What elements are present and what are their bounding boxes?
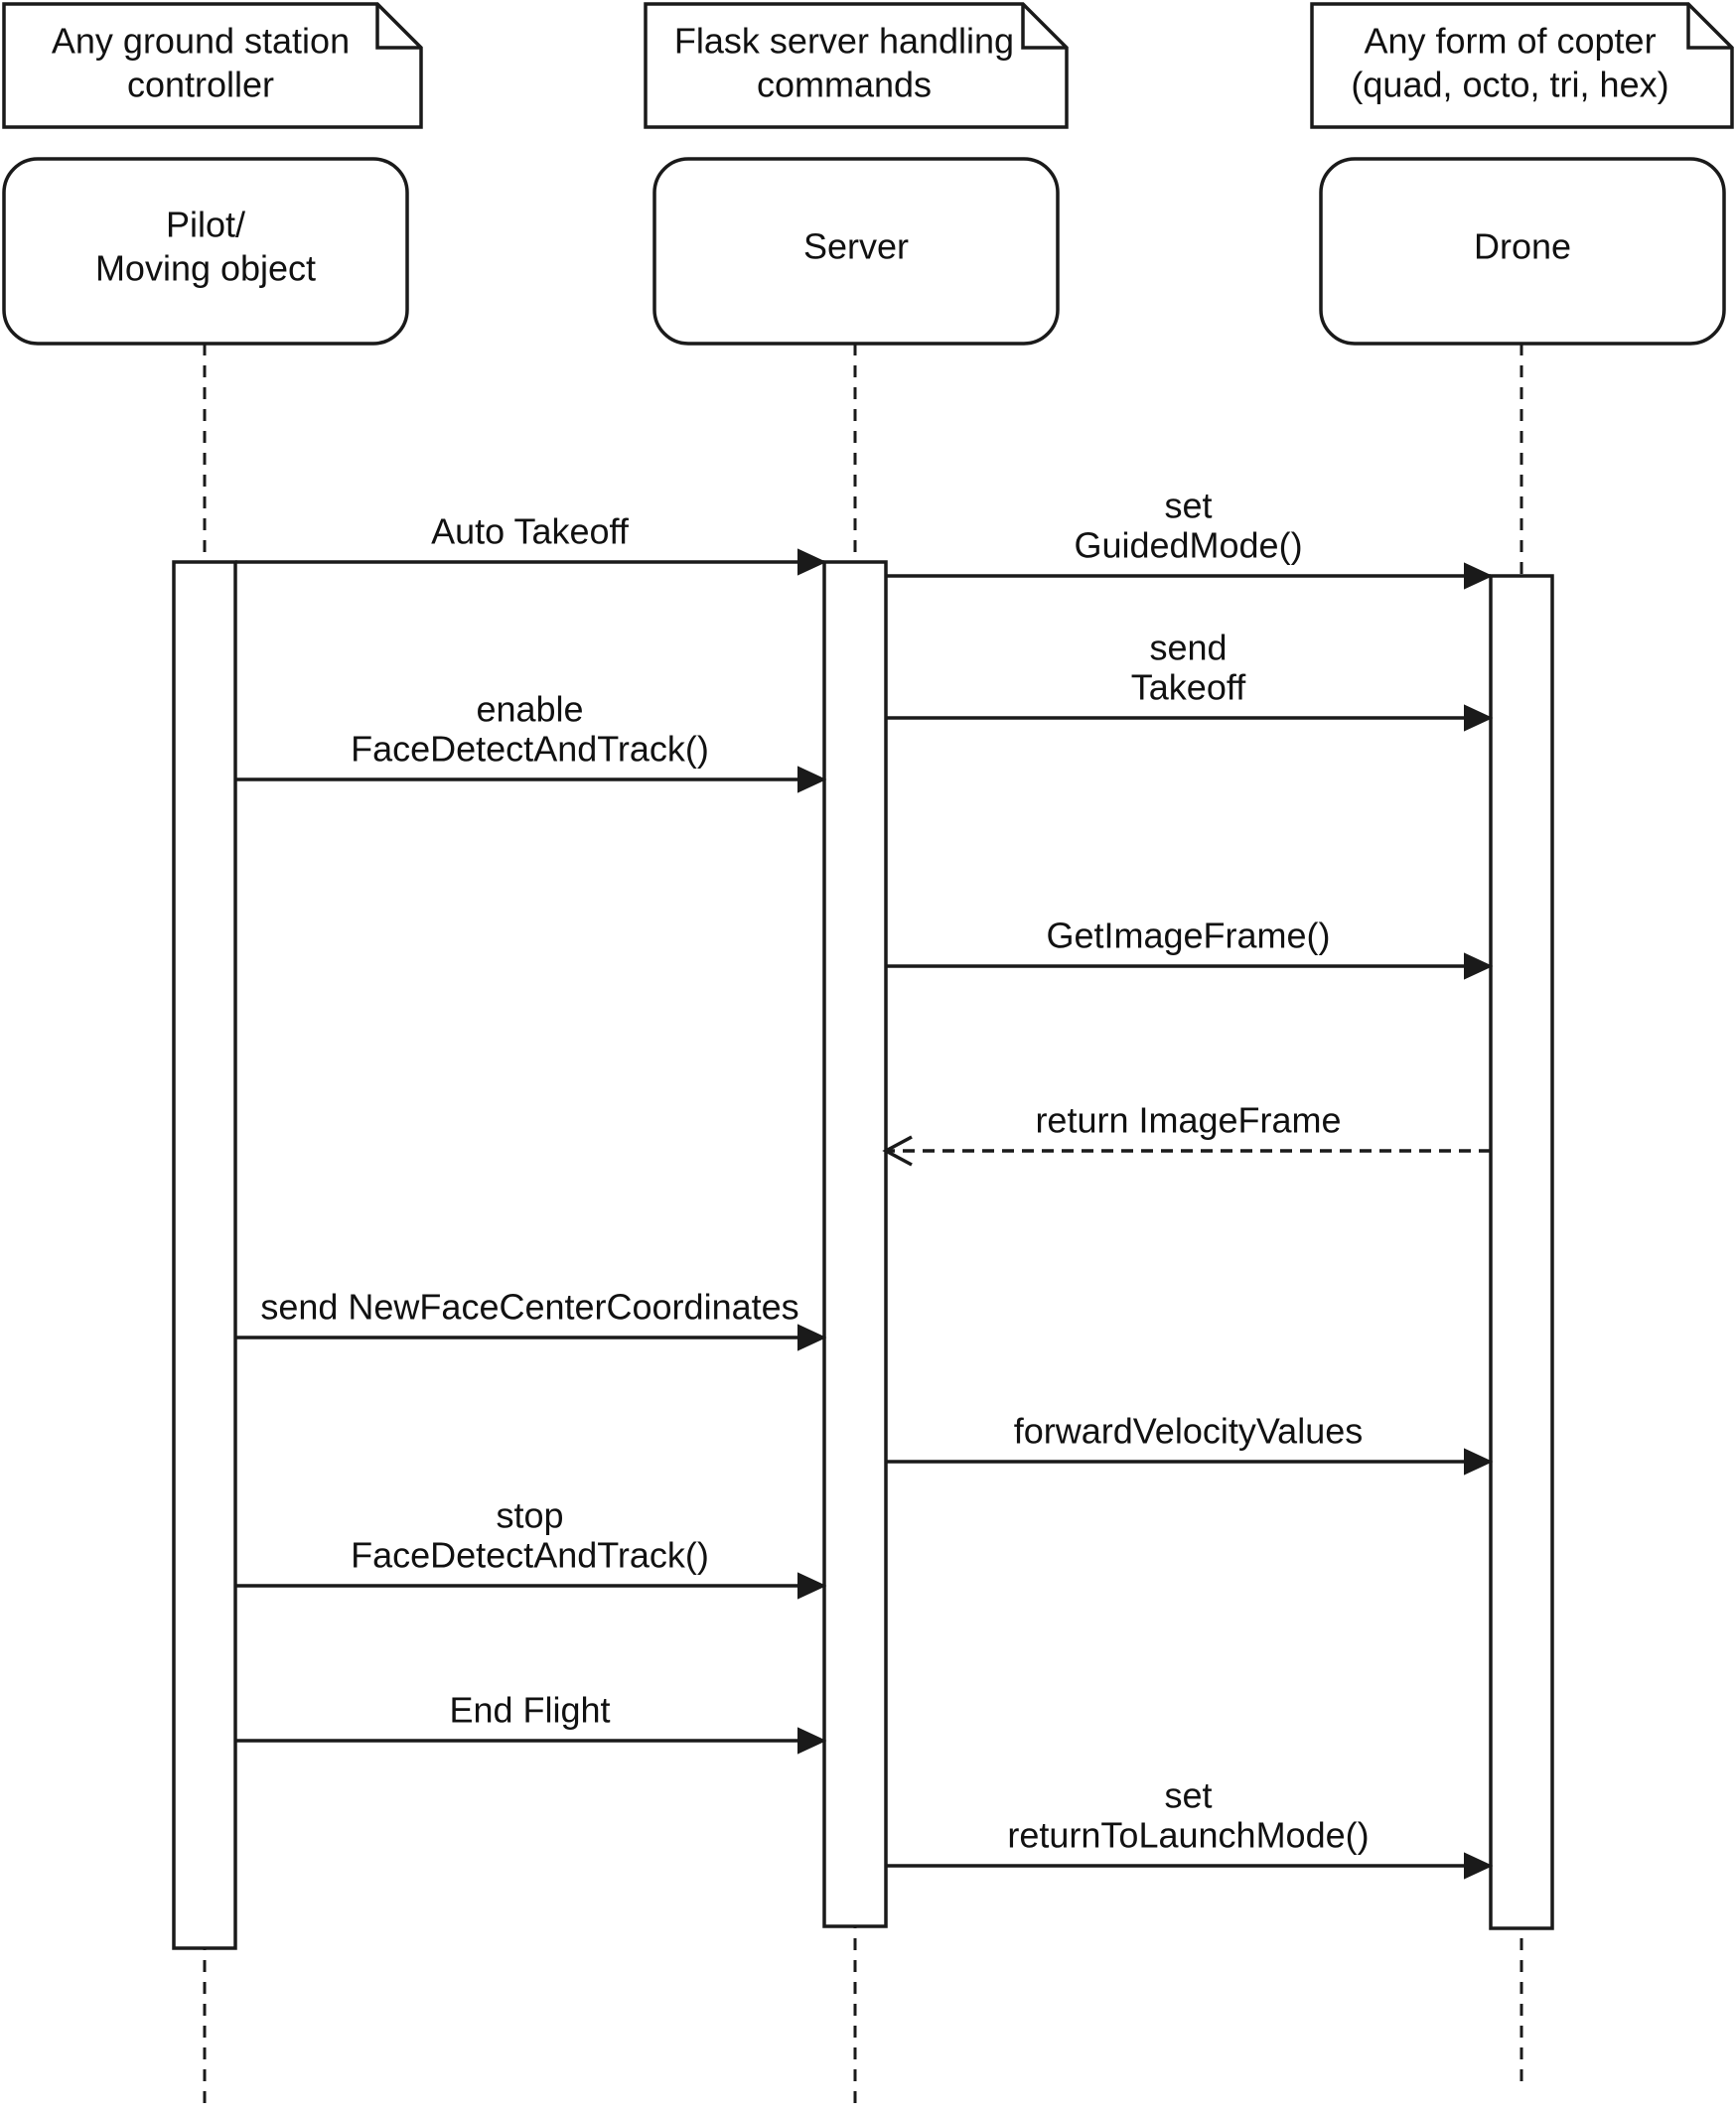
message-label: stop [496,1495,563,1536]
note-text: (quad, octo, tri, hex) [1351,65,1668,105]
open-arrowhead [882,1135,913,1167]
participant-1: Server [652,157,1060,346]
participant-box [652,157,1060,346]
activation-bar-1 [822,560,888,1928]
note-text: Any ground station [52,21,350,62]
message-5: return ImageFrame [882,1100,1491,1167]
activation-bar-0 [172,560,237,1950]
message-4: GetImageFrame() [886,916,1494,980]
filled-arrowhead [797,1324,827,1351]
note-shape [1310,2,1734,129]
message-0: Auto Takeoff [235,511,827,576]
filled-arrowhead [797,1727,827,1755]
message-label: Takeoff [1131,667,1246,708]
participants-layer: Pilot/Moving object Server Drone [2,157,1726,346]
note-shape [2,2,423,129]
message-label: End Flight [449,1690,610,1731]
message-9: End Flight [235,1690,827,1755]
filled-arrowhead [1464,562,1494,590]
activation-bar-2 [1489,574,1554,1930]
participant-label: Server [803,226,909,267]
activations-layer [172,560,1554,1950]
filled-arrowhead [1464,704,1494,732]
filled-arrowhead [1464,1448,1494,1476]
filled-arrowhead [1464,952,1494,980]
message-label: forwardVelocityValues [1014,1411,1364,1452]
message-label: returnToLaunchMode() [1007,1815,1369,1856]
message-6: send NewFaceCenterCoordinates [235,1287,827,1351]
participant-label: Pilot/ [166,205,245,245]
message-label: enable [476,689,583,730]
participant-box [2,157,409,346]
filled-arrowhead [797,1572,827,1600]
message-label: FaceDetectAndTrack() [351,1535,709,1576]
note-fold [1021,4,1067,50]
participant-0: Pilot/Moving object [2,157,409,346]
message-label: send [1149,628,1227,668]
participant-2: Drone [1319,157,1726,346]
note-text: commands [757,65,932,105]
message-label: send NewFaceCenterCoordinates [260,1287,798,1328]
message-7: forwardVelocityValues [886,1411,1494,1476]
participant-label: Moving object [95,248,316,289]
message-label: set [1164,1775,1212,1816]
participant-box [1319,157,1726,346]
message-label: return ImageFrame [1035,1100,1341,1141]
message-label: GetImageFrame() [1046,916,1330,956]
messages-layer: Auto TakeoffsetGuidedMode()sendTakeoffen… [235,486,1494,1880]
note-shape [644,2,1069,129]
note-text: controller [127,65,274,105]
message-label: FaceDetectAndTrack() [351,729,709,770]
filled-arrowhead [797,548,827,576]
message-label: Auto Takeoff [431,511,630,552]
filled-arrowhead [797,766,827,793]
note-fold [1686,4,1732,50]
message-label: set [1164,486,1212,526]
note-text: Any form of copter [1364,21,1656,62]
filled-arrowhead [1464,1852,1494,1880]
note-2: Any form of copter(quad, octo, tri, hex) [1310,2,1734,129]
message-label: GuidedMode() [1074,525,1302,566]
participant-label: Drone [1474,226,1571,267]
note-fold [375,4,421,50]
note-text: Flask server handling [674,21,1014,62]
